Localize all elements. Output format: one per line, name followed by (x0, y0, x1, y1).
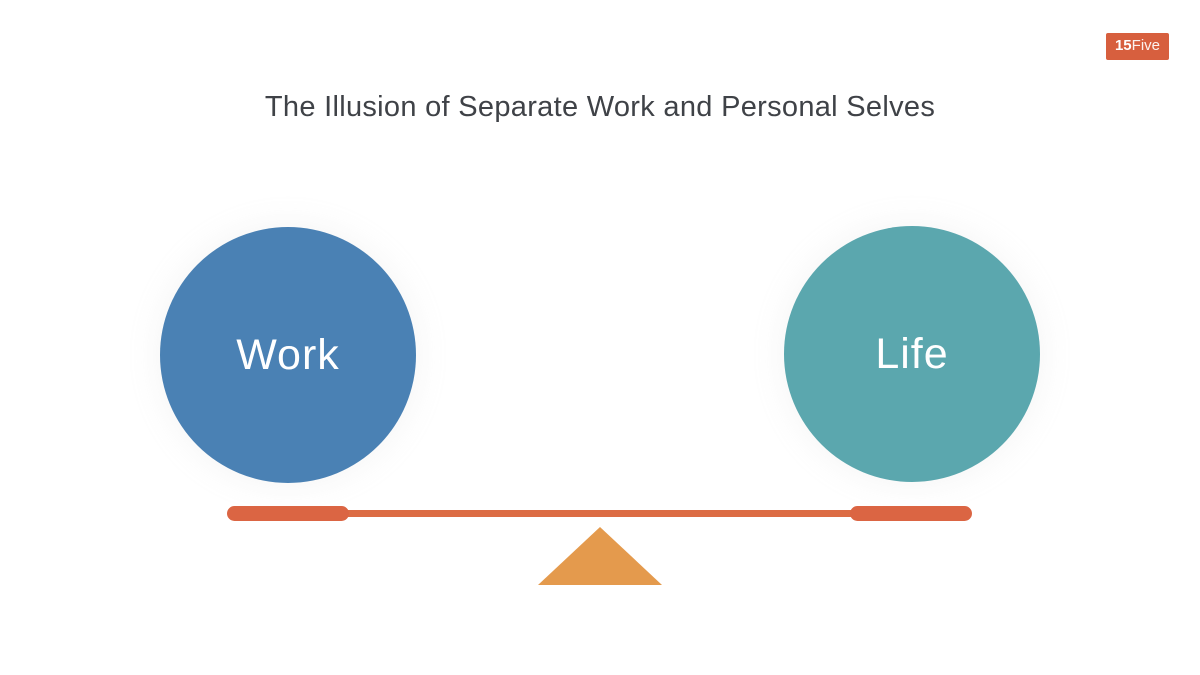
work-circle-label: Work (236, 330, 340, 379)
life-circle: Life (784, 226, 1040, 482)
logo-regular-text: Five (1131, 37, 1160, 54)
work-circle: Work (160, 227, 416, 483)
slide-title: The Illusion of Separate Work and Person… (264, 91, 936, 124)
balance-beam (230, 510, 970, 517)
beam-left-cap (227, 506, 349, 521)
fifteen-five-logo: 15Five (1105, 33, 1169, 60)
beam-right-cap (850, 506, 972, 521)
balance-fulcrum-triangle (538, 527, 662, 585)
life-circle-label: Life (875, 329, 949, 378)
logo-bold-text: 15 (1114, 37, 1132, 54)
